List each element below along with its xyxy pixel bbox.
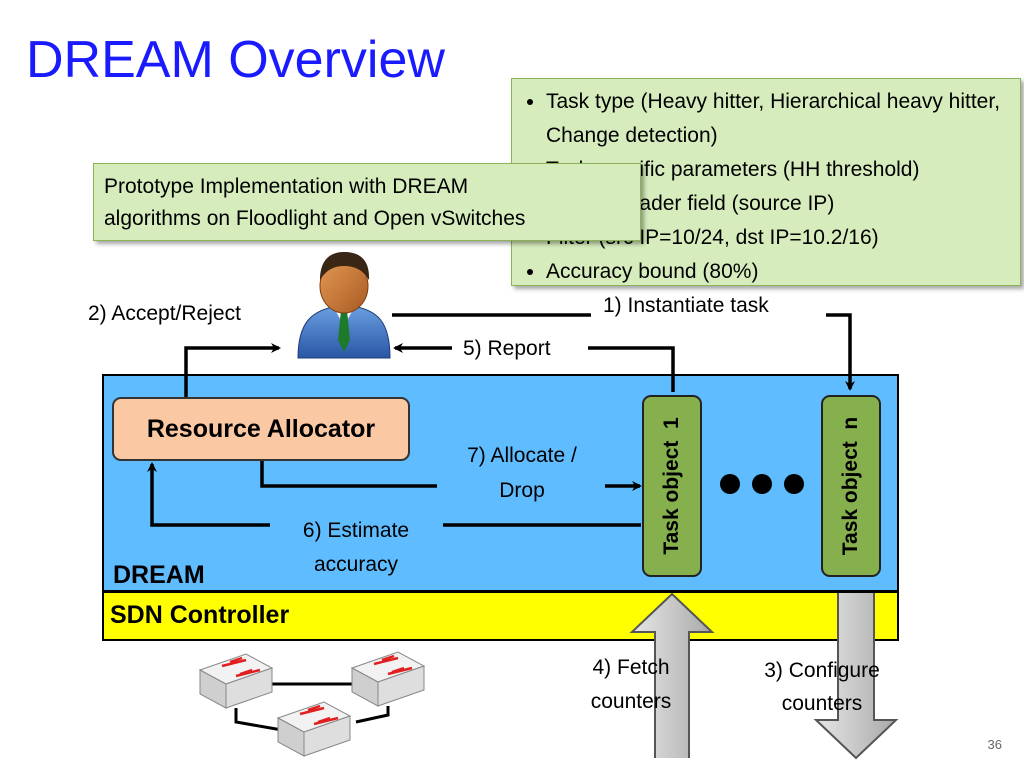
allocate-label-2: Drop	[499, 479, 545, 502]
network-switch-icon	[198, 653, 274, 709]
fetch-label-2: counters	[590, 690, 672, 713]
estimate-arrow	[147, 462, 270, 527]
allocate-line-left	[260, 461, 437, 488]
resource-allocator-label: Resource Allocator	[146, 414, 376, 443]
network-switch-icon	[350, 651, 426, 707]
user-icon	[297, 252, 391, 359]
task-object-1: Task object 1	[642, 395, 702, 577]
task-object-n: Task object n	[821, 395, 881, 577]
task-spec-item: Task type (Heavy hitter, Hierarchical he…	[546, 85, 1010, 153]
report-label: 5) Report	[463, 337, 551, 360]
sdn-controller-bar	[102, 591, 899, 641]
estimate-label-1: 6) Estimate	[302, 519, 410, 542]
prototype-line-1: Prototype Implementation with DREAM	[104, 175, 469, 198]
instantiate-label: 1) Instantiate task	[603, 294, 769, 317]
page-number: 36	[987, 737, 1002, 752]
dream-label: DREAM	[113, 561, 205, 589]
fetch-counters-arrow	[629, 592, 715, 758]
instantiate-arrow	[826, 313, 855, 391]
task-object-n-label: Task object n	[839, 416, 862, 556]
network-switch-icon	[276, 701, 352, 757]
prototype-note-box: Prototype Implementation with DREAM algo…	[93, 163, 641, 241]
allocate-label-1: 7) Allocate /	[467, 444, 577, 467]
ellipsis-icon	[720, 474, 804, 494]
report-line-right	[588, 346, 675, 392]
configure-label-1: 3) Configure	[764, 659, 880, 682]
page-title: DREAM Overview	[26, 31, 445, 89]
accept-reject-label: 2) Accept/Reject	[88, 302, 241, 325]
task-object-1-label: Task object 1	[660, 417, 683, 555]
fetch-label-1: 4) Fetch	[592, 656, 670, 679]
prototype-line-2: algorithms on Floodlight and Open vSwitc…	[104, 207, 526, 230]
configure-label-2: counters	[781, 692, 863, 715]
sdn-controller-label: SDN Controller	[110, 601, 290, 629]
configure-counters-arrow	[813, 593, 899, 760]
resource-allocator-box: Resource Allocator	[112, 397, 410, 461]
task-spec-item: Accuracy bound (80%)	[546, 255, 1010, 289]
accept-reject-arrow	[184, 343, 281, 397]
switch-connections	[234, 682, 390, 732]
estimate-label-2: accuracy	[313, 553, 399, 576]
